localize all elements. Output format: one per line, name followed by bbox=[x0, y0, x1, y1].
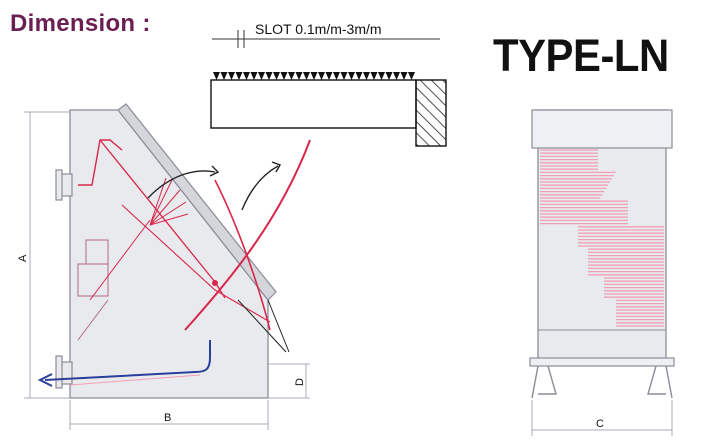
red-curve-line bbox=[214, 179, 271, 331]
leader-line-2 bbox=[267, 299, 290, 353]
front-top-band bbox=[531, 109, 673, 149]
slot-bar bbox=[210, 79, 417, 129]
front-view bbox=[529, 109, 675, 399]
front-body bbox=[537, 109, 667, 361]
slot-teeth bbox=[213, 72, 415, 80]
dimension-d: D bbox=[268, 363, 310, 399]
slot-tooth bbox=[370, 72, 378, 80]
slot-tooth bbox=[280, 72, 288, 80]
dim-b-label: B bbox=[164, 412, 171, 424]
slot-tooth bbox=[213, 72, 220, 80]
spray-support-line bbox=[89, 219, 151, 301]
motor-housing bbox=[77, 263, 109, 297]
slot-tooth bbox=[273, 72, 280, 80]
slot-tooth bbox=[318, 72, 325, 80]
dimension-b: B bbox=[69, 400, 269, 430]
type-title: TYPE-LN bbox=[493, 30, 669, 81]
motor-strut bbox=[77, 299, 109, 341]
slot-tooth bbox=[408, 72, 415, 80]
slot-tooth bbox=[220, 72, 228, 80]
slot-tooth bbox=[385, 72, 393, 80]
slot-tooth bbox=[243, 72, 250, 80]
slot-tooth bbox=[228, 72, 235, 80]
lower-flow-line bbox=[121, 204, 271, 323]
slot-tooth bbox=[235, 72, 243, 80]
dimension-heading: Dimension : bbox=[10, 10, 151, 37]
front-leg-left bbox=[531, 365, 557, 399]
slot-tooth bbox=[348, 72, 355, 80]
black-curve-arrow-1 bbox=[147, 170, 216, 199]
side-body bbox=[69, 109, 269, 399]
slot-tooth bbox=[288, 72, 295, 80]
black-arrowhead-1 bbox=[209, 165, 220, 177]
front-base-plate bbox=[529, 357, 675, 367]
red-junction-dot bbox=[212, 280, 218, 286]
slot-tooth bbox=[258, 72, 265, 80]
slot-tooth bbox=[250, 72, 258, 80]
blue-arrowhead bbox=[37, 373, 53, 387]
slot-tooth bbox=[363, 72, 370, 80]
slot-tooth bbox=[378, 72, 385, 80]
slot-tooth bbox=[295, 72, 303, 80]
blue-outlet-arrow bbox=[44, 340, 211, 381]
outlet-flange bbox=[55, 355, 63, 389]
spray-fan bbox=[149, 177, 189, 226]
black-curve-arrow-2 bbox=[241, 165, 279, 211]
side-view bbox=[37, 103, 311, 399]
front-leg-right bbox=[647, 365, 673, 399]
inclined-screen-panel bbox=[117, 103, 277, 301]
slot-detail: SLOT 0.1m/m-3m/m bbox=[210, 21, 447, 147]
leader-line-1 bbox=[237, 299, 287, 353]
front-screen-stripes bbox=[540, 149, 664, 327]
slot-tooth bbox=[265, 72, 273, 80]
dim-a-label: A bbox=[17, 254, 29, 262]
dimension-c: C bbox=[531, 400, 673, 436]
slot-tooth bbox=[340, 72, 348, 80]
red-curve-arrow bbox=[184, 139, 311, 331]
black-arrowhead-2 bbox=[271, 161, 282, 173]
motor-box bbox=[85, 239, 109, 265]
slot-tooth bbox=[333, 72, 340, 80]
slot-tooth bbox=[325, 72, 333, 80]
slot-tooth bbox=[400, 72, 408, 80]
slot-label: SLOT 0.1m/m-3m/m bbox=[255, 21, 382, 37]
dimension-a: A bbox=[17, 111, 70, 399]
bottom-pink-line bbox=[69, 374, 201, 386]
dim-c-label: C bbox=[596, 418, 604, 430]
slot-tooth bbox=[310, 72, 318, 80]
slot-wall-hatch bbox=[415, 79, 447, 147]
inlet-flange bbox=[55, 169, 63, 201]
slot-tooth bbox=[303, 72, 310, 80]
slot-tooth bbox=[355, 72, 363, 80]
dim-d-label: D bbox=[294, 378, 306, 386]
slot-tooth bbox=[393, 72, 400, 80]
